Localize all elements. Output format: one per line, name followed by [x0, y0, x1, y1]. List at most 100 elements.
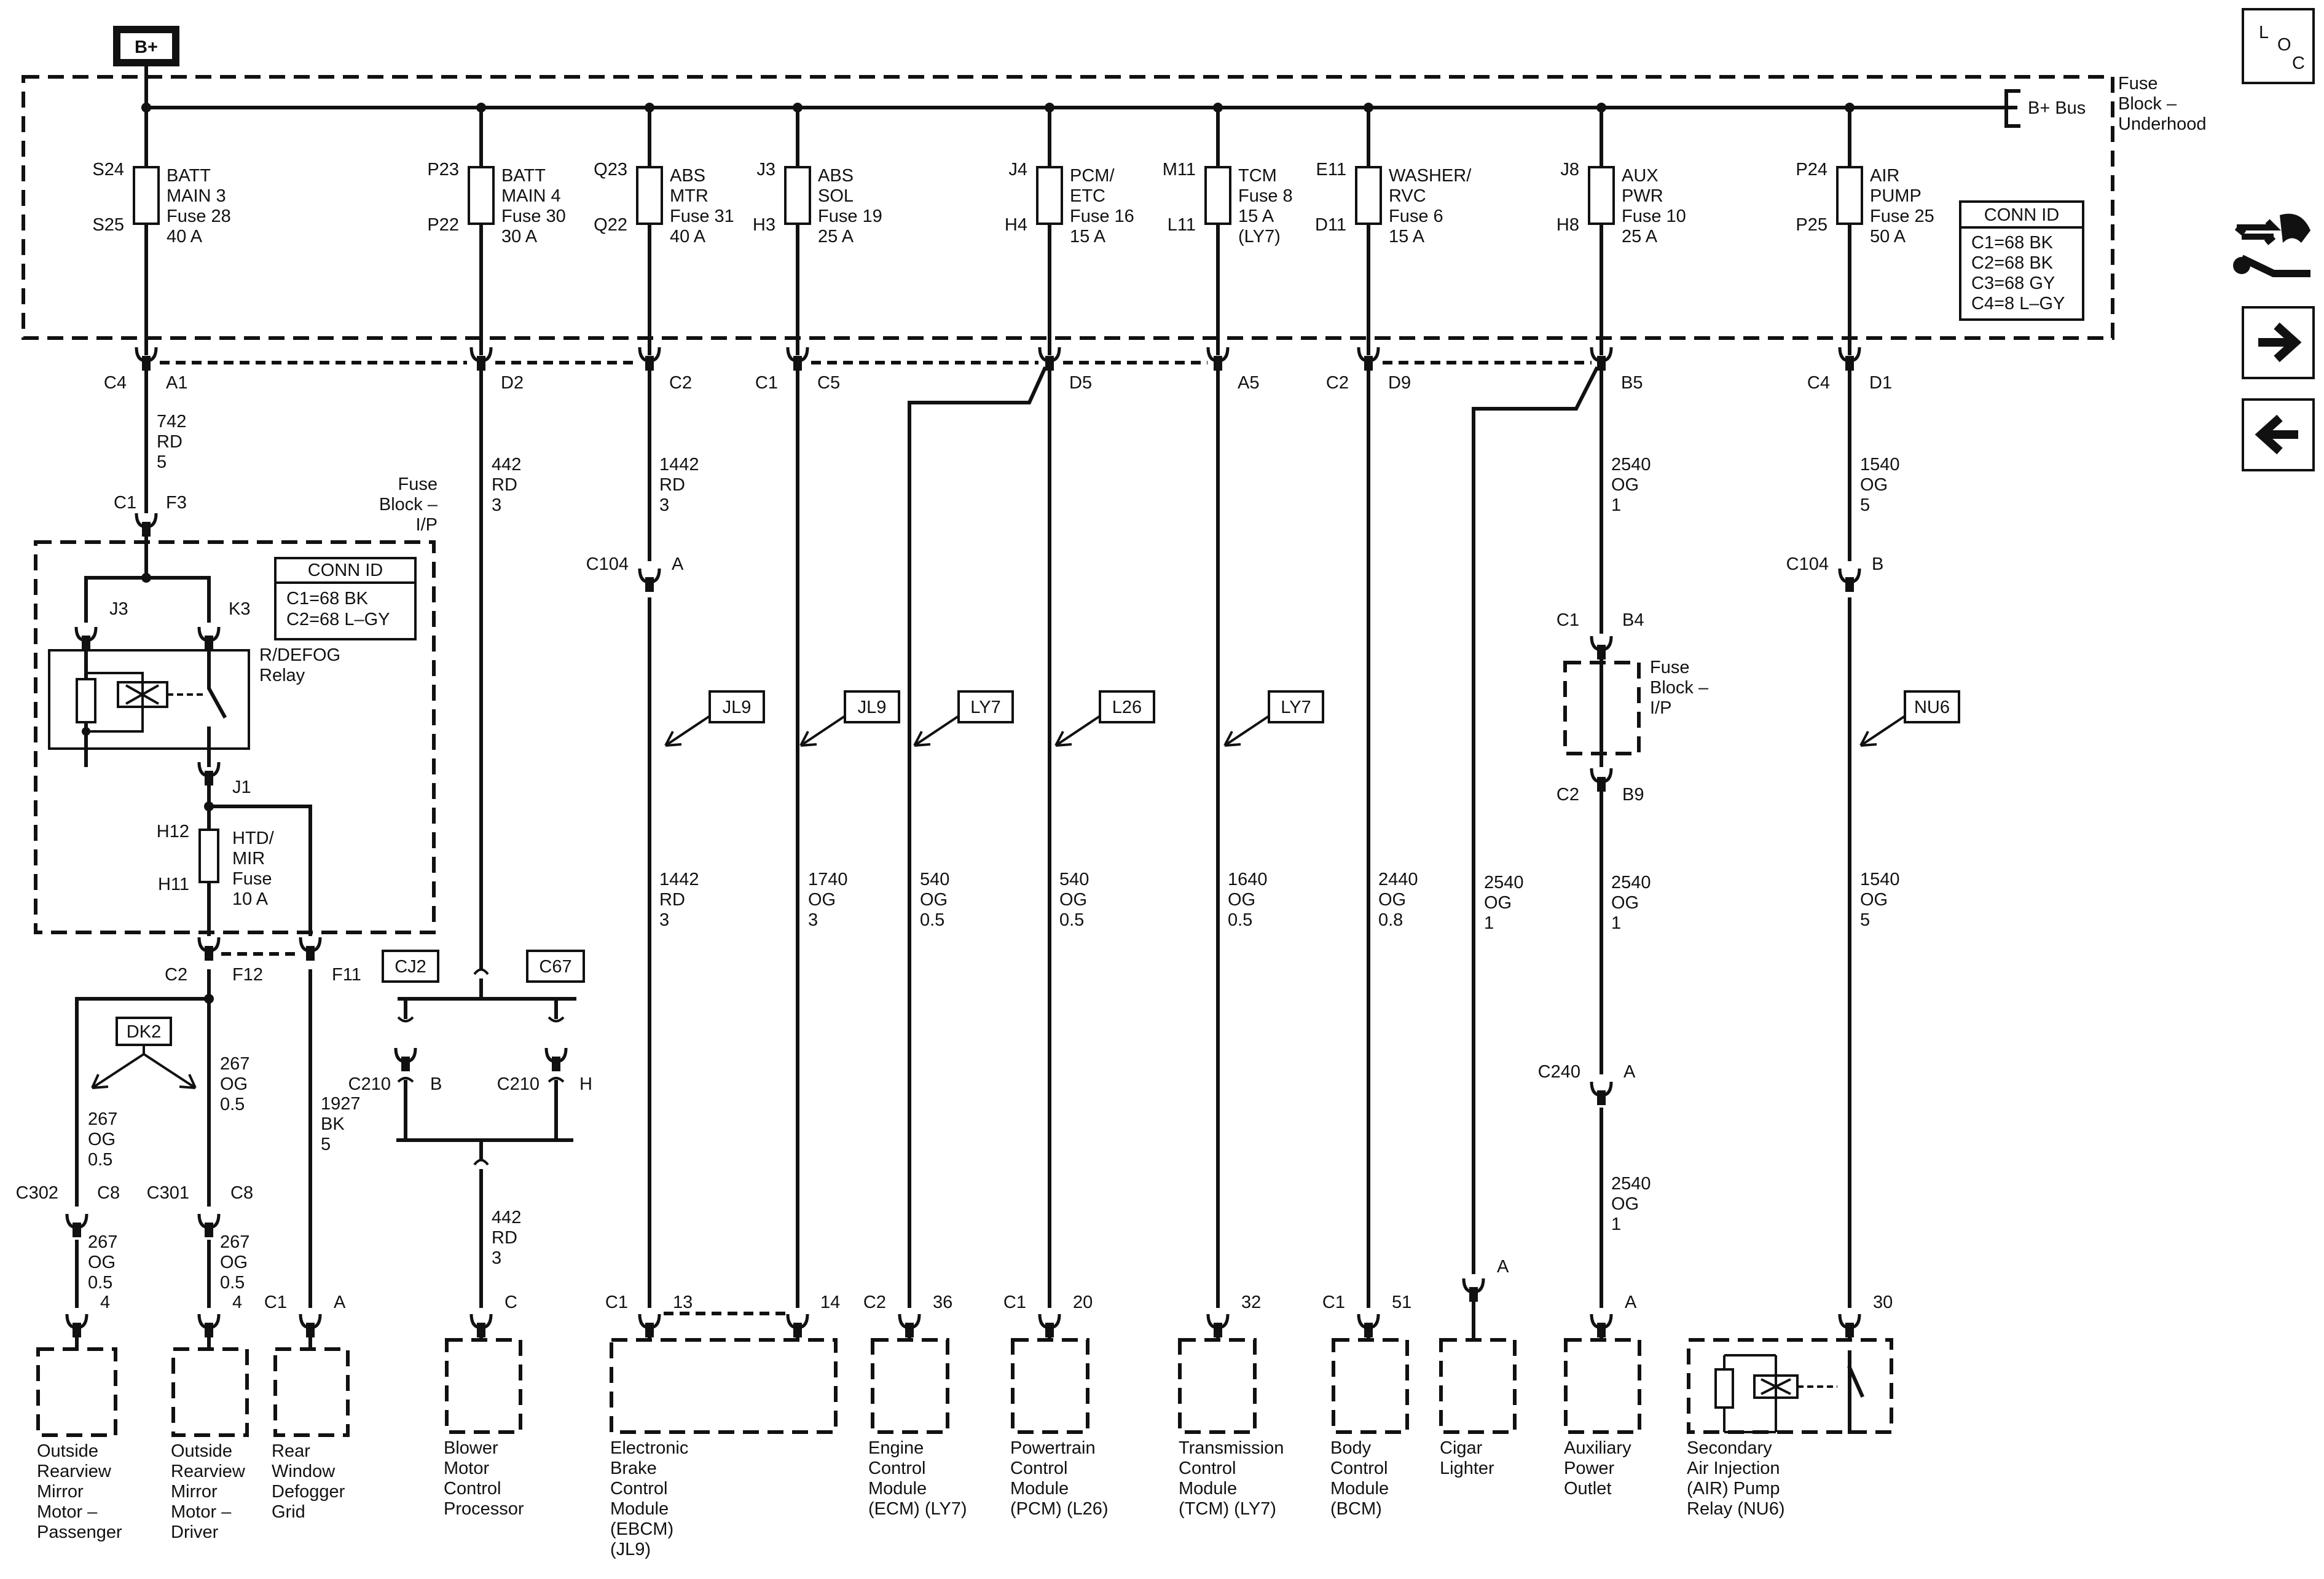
component-name-line: Processor [444, 1499, 524, 1519]
wire-label-line: 3 [492, 495, 501, 515]
option-ly7a: LY7 [913, 690, 1014, 747]
inline-conn-pin: C8 [97, 1183, 120, 1203]
option-ly7b: LY7 [1223, 690, 1324, 747]
inline-conn-id: C210 [348, 1074, 391, 1094]
inline-conn-id: C104 [586, 554, 629, 574]
wire-label-line: RD [659, 890, 685, 910]
svg-text:C3=68 GY: C3=68 GY [1971, 274, 2055, 293]
option-jl9b: JL9 [799, 690, 900, 747]
wire-label-line: 1540 [1860, 455, 1900, 474]
svg-text:J1: J1 [232, 778, 251, 797]
fuse-label: SOL [818, 186, 854, 206]
inline-conn-pin: C8 [230, 1183, 253, 1203]
svg-text:B+: B+ [135, 37, 158, 57]
wire-label-line: 267 [88, 1109, 117, 1129]
svg-text:CJ2: CJ2 [395, 957, 426, 977]
fuse-pin-top: J8 [1560, 160, 1579, 179]
wire-label-line: 1442 [659, 455, 699, 474]
svg-text:Block –: Block – [379, 495, 438, 514]
svg-text:Fuse: Fuse [232, 869, 272, 889]
inline-conn-pin: A [1623, 1062, 1636, 1082]
conn-id-ip: CONN ID C1=68 BK C2=68 L–GY [274, 557, 417, 640]
component-name-line: Module [868, 1479, 927, 1498]
svg-text:O: O [2277, 35, 2291, 55]
wire-label-line: 742 [157, 412, 186, 431]
fuse-label: WASHER/ [1389, 166, 1472, 186]
svg-text:C4=8 L–GY: C4=8 L–GY [1971, 294, 2065, 313]
component-name-line: (TCM) (LY7) [1179, 1499, 1276, 1519]
svg-text:MIR: MIR [232, 849, 265, 868]
wire-label-line: 1 [1611, 1215, 1621, 1234]
wire-label-line: 3 [659, 910, 669, 930]
repair-icon[interactable] [2233, 213, 2310, 277]
wire-label-line: OG [220, 1253, 248, 1272]
wire-label-line: 0.5 [220, 1273, 245, 1293]
previous-page-icon[interactable] [2242, 398, 2315, 471]
component-name-line: Module [1010, 1479, 1069, 1498]
wire-label-line: RD [659, 475, 685, 495]
component-name-line: Mirror [37, 1482, 84, 1502]
component-conn-id: C1 [1322, 1293, 1345, 1312]
component-pin [1590, 1313, 1613, 1337]
component-pin-label: A [334, 1293, 346, 1312]
fuse-label: BATT [501, 166, 546, 186]
svg-text:10 A: 10 A [232, 889, 269, 909]
next-page-icon[interactable] [2242, 306, 2315, 379]
wire-label-line: 1927 [321, 1094, 361, 1114]
wire-label-line: 3 [659, 495, 669, 515]
component-name-line: (EBCM) [610, 1519, 673, 1539]
wire-label-line: RD [492, 1228, 517, 1248]
wire-label-line: 267 [220, 1054, 249, 1074]
component-name-line: Power [1564, 1459, 1615, 1478]
component-name-line: Control [1330, 1459, 1388, 1478]
wire-label-line: 540 [920, 870, 949, 889]
fuse-label: Fuse 8 [1238, 186, 1293, 206]
option-label: JL9 [858, 698, 887, 717]
component-name-line: Outlet [1564, 1479, 1611, 1498]
wire-label-line: OG [1611, 1194, 1639, 1214]
fuse-label: Fuse 6 [1389, 207, 1443, 226]
ip-c1-f3-connector [135, 513, 158, 537]
component-pin [299, 1313, 322, 1337]
component-pin-label: A [1625, 1293, 1637, 1312]
component-name-line: Rearview [37, 1462, 112, 1481]
wire-label-line: 1540 [1860, 870, 1900, 889]
fuse-label: MAIN 4 [501, 186, 561, 206]
wire-label-line: 442 [492, 1208, 521, 1227]
component-name-line: Secondary [1687, 1438, 1772, 1458]
svg-text:F12: F12 [232, 965, 263, 985]
component-pin-label: 20 [1073, 1293, 1093, 1312]
svg-text:F3: F3 [166, 493, 187, 513]
option-label: JL9 [723, 698, 752, 717]
wire-label-line: 442 [492, 455, 521, 474]
fuse-pin-bottom: Q22 [594, 215, 627, 235]
fuse-pin-bottom: H3 [753, 215, 775, 235]
uh-connector-8: B5 [1590, 347, 1643, 393]
fuse-pin-top: M11 [1163, 160, 1196, 179]
component-name-line: Body [1330, 1438, 1372, 1458]
fuse-pin-bottom: P25 [1796, 215, 1827, 235]
wire-label-line: 267 [88, 1232, 117, 1252]
wire-label-line: 2540 [1611, 455, 1651, 474]
component-name-line: Rear [272, 1441, 310, 1461]
component-name-line: (ECM) (LY7) [868, 1499, 967, 1519]
loc-button[interactable]: L O C [2242, 8, 2315, 84]
component-name-line: Powertrain [1010, 1438, 1096, 1458]
